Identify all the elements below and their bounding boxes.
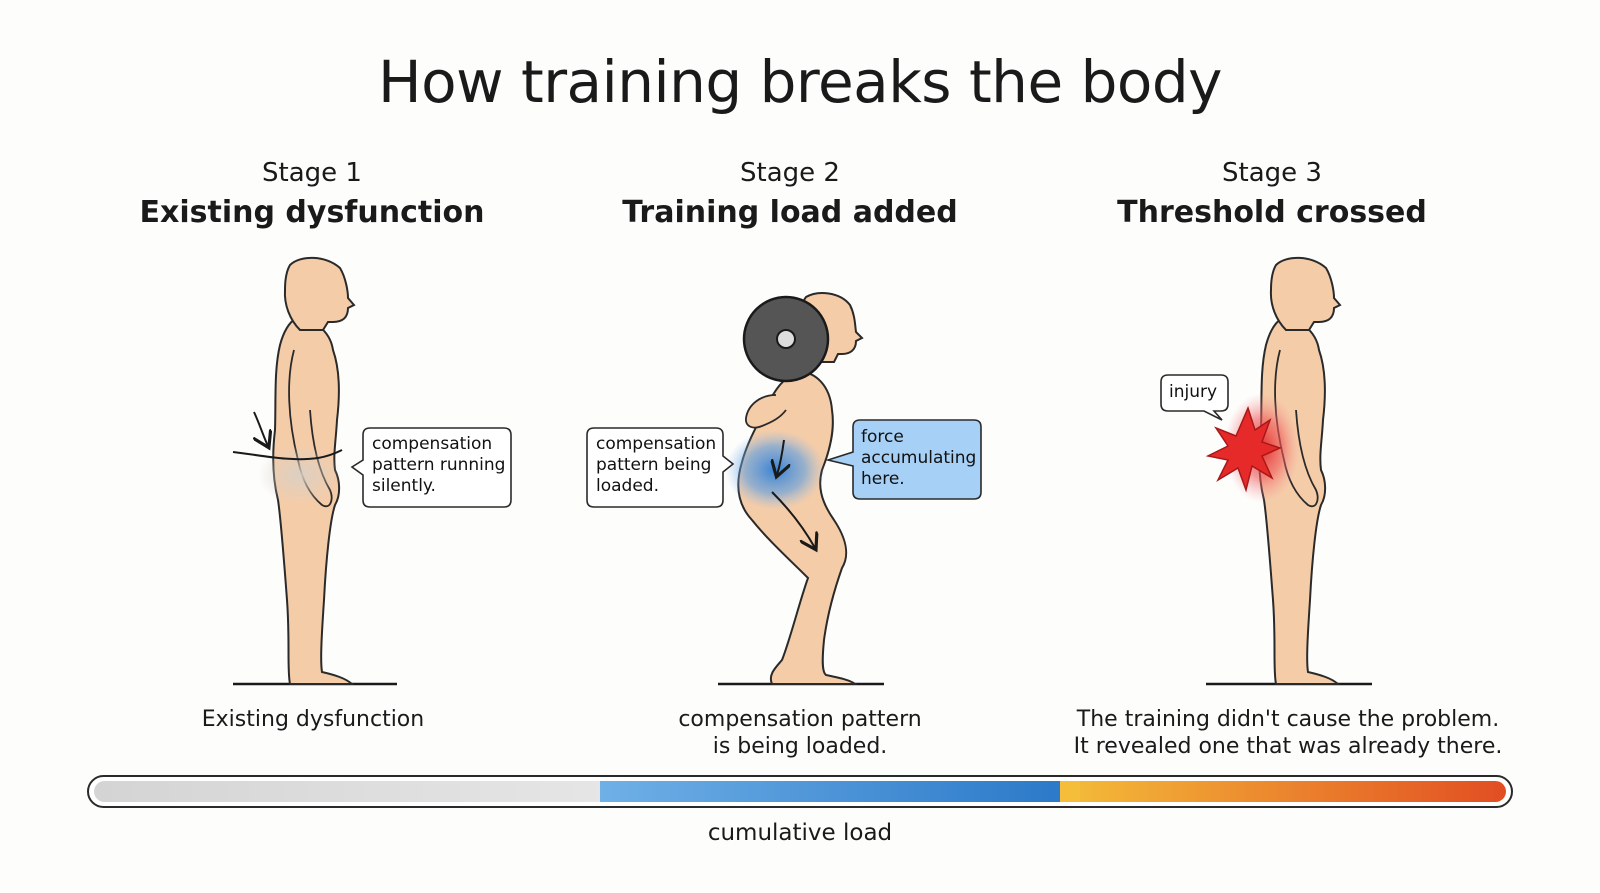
- stage-3-caption-line-2: It revealed one that was already there.: [1073, 734, 1503, 759]
- pain-burst-icon: [1205, 405, 1283, 493]
- stage-1-callout-bubble: [350, 427, 512, 508]
- stage-1-caption: Existing dysfunction: [33, 706, 593, 733]
- stage-1-number: Stage 1: [262, 158, 362, 188]
- stage-3-figure: [1160, 256, 1372, 686]
- stage-3-name: Threshold crossed: [1117, 195, 1427, 230]
- stage-2-force-callout-bubble: [825, 419, 982, 500]
- stage-1-header: Stage 1 Existing dysfunction: [52, 156, 572, 234]
- stage-2-force-callout-text: force accumulating here.: [861, 427, 977, 489]
- cumulative-load-label: cumulative load: [707, 820, 893, 846]
- stage-2-caption: compensation pattern is being loaded.: [520, 706, 1080, 760]
- load-segment-training: [600, 781, 1070, 802]
- stage-3-number: Stage 3: [1222, 158, 1322, 188]
- force-arrow-icon: [777, 439, 784, 475]
- stage-2-caption-line-2: is being loaded.: [712, 734, 888, 759]
- stage-1-caption-line: Existing dysfunction: [201, 707, 425, 732]
- stage-1-callout-text: compensation pattern running silently.: [372, 434, 506, 496]
- stage-2-number: Stage 2: [740, 158, 840, 188]
- stage-3-caption-line-1: The training didn't cause the problem.: [1076, 707, 1500, 732]
- load-segment-threshold: [1060, 781, 1506, 802]
- page-title: How training breaks the body: [377, 48, 1223, 116]
- barbell-plate-icon: [742, 295, 830, 383]
- stage-2-callout-text: compensation pattern being loaded.: [596, 434, 717, 496]
- stage-2-callout-bubble: [586, 427, 735, 508]
- stage-3-caption: The training didn't cause the problem. I…: [1008, 706, 1568, 760]
- stage-3-callout-bubble: [1160, 374, 1229, 421]
- force-arrow-icon: [254, 411, 268, 446]
- stage-2-figure: [586, 292, 982, 686]
- force-arrow-icon: [771, 491, 815, 548]
- stage-2-name: Training load added: [622, 195, 958, 230]
- stage-2-caption-line-1: compensation pattern: [678, 707, 922, 732]
- stage-3-header: Stage 3 Threshold crossed: [1012, 156, 1532, 234]
- stage-3-callout-text: injury: [1169, 382, 1218, 402]
- stage-2-header: Stage 2 Training load added: [530, 156, 1050, 234]
- load-segment-baseline: [94, 781, 614, 802]
- stage-1-name: Existing dysfunction: [139, 195, 485, 230]
- stage-1-figure: [232, 256, 512, 686]
- cumulative-load-bar: [87, 775, 1513, 808]
